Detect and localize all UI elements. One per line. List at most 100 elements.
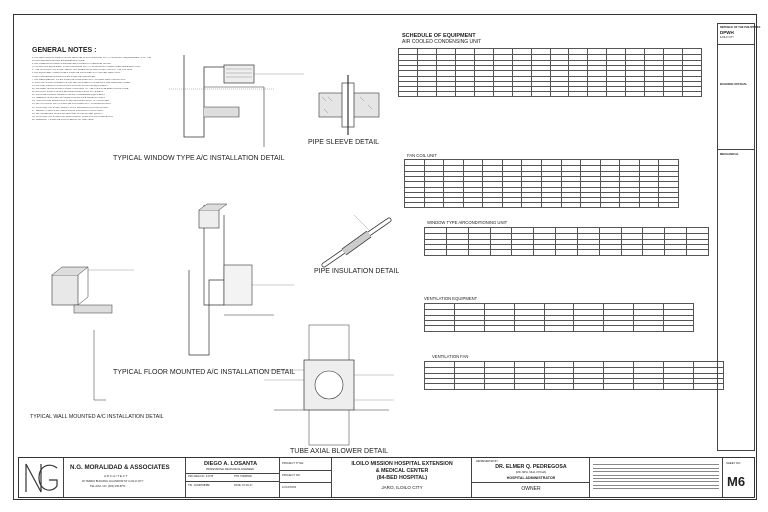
table-cell [435, 91, 456, 98]
window-ac-drawing [169, 55, 304, 147]
pipe-sleeve-drawing [318, 75, 380, 135]
general-note-item: 5. ALL EQUIPMENT DRAIN LINES SHALL BE PR… [32, 72, 121, 75]
general-note-item: 12. PROVIDE ACCESS PANELS FOR ALL CONCEA… [32, 94, 106, 97]
tube-axial-caption: TUBE AXIAL BLOWER DETAIL [290, 448, 389, 455]
engineer-title: PROFESSIONAL MECHANICAL ENGINEER [206, 468, 254, 471]
table-cell [483, 325, 515, 332]
general-note-item: 9. PROVIDE VIBRATION ISOLATORS FOR ALL R… [32, 84, 109, 87]
dpwh-label: DPWH [720, 30, 734, 35]
tube-axial-drawing [264, 324, 394, 446]
condensing-unit-table [398, 48, 702, 98]
table-cell [560, 202, 582, 209]
table-cell [573, 383, 605, 390]
general-note-item: 8. SUPPORTS AND HANGERS SHALL BE PROVIDE… [32, 81, 131, 84]
table-cell [404, 202, 425, 209]
table-cell [533, 249, 557, 256]
firm-phone: TEL./FAX. NO. (033) 335-8771 [90, 485, 126, 488]
table-row [398, 91, 702, 98]
pipe-insulation-drawing [321, 214, 392, 268]
table-cell [398, 91, 418, 98]
table-cell [633, 325, 664, 332]
table-cell [587, 91, 608, 98]
general-note-item: 2. ALL DIMENSIONS ARE IN MILLIMETERS UNL… [32, 63, 112, 66]
table-cell [443, 202, 464, 209]
table-cell [619, 202, 640, 209]
iloilo-label: ILOILO CITY [720, 36, 734, 39]
table-cell [664, 249, 688, 256]
table-cell [568, 91, 589, 98]
general-note-item: 7. ALL REFRIGERANT PIPES SHALL BE INSULA… [32, 78, 126, 81]
floor-ac-drawing [188, 203, 294, 356]
general-note-item: 18. ALL MATERIALS SHALL BE NEW AND OF AP… [32, 112, 104, 115]
table-cell [638, 202, 660, 209]
table-cell [416, 91, 437, 98]
table-cell [424, 249, 447, 256]
table-cell [549, 91, 570, 98]
table-cell [453, 383, 485, 390]
pipe-sleeve-caption: PIPE SLEEVE DETAIL [308, 139, 380, 146]
fan-coil-table [404, 159, 679, 209]
table-cell [663, 91, 684, 98]
firm-sub: A R C H I T E C T [104, 474, 128, 478]
table-cell [543, 325, 575, 332]
table-cell [511, 91, 532, 98]
table-row [424, 383, 724, 390]
general-note-item: 15. ALL OUTDOOR UNITS SHALL BE PROVIDED … [32, 103, 112, 106]
table-cell [453, 325, 485, 332]
table-row [424, 249, 709, 256]
table-cell [642, 249, 666, 256]
table-cell [473, 91, 494, 98]
table-cell [483, 383, 515, 390]
table-cell [663, 325, 694, 332]
general-note-item: 11. ALL DUCTWORKS SHALL BE FABRICATED FR… [32, 91, 104, 94]
general-notes-list: 1. ALL MECHANICAL WORKS SHALL BE DONE IN… [32, 57, 162, 122]
table-cell [576, 249, 600, 256]
owner-credentials: (MD, MPH, MHA, FPCHA) [515, 471, 547, 474]
prc-number: PRC REG.NO. 21778 [188, 475, 214, 478]
table-cell [530, 91, 551, 98]
general-note-item: 20. WARRANTY SHALL BE FOR A PERIOD OF ON… [32, 118, 95, 121]
table-cell [424, 325, 455, 332]
table-cell [620, 249, 644, 256]
table-row [424, 233, 709, 240]
wall-ac-drawing [51, 266, 134, 401]
table-cell [501, 202, 523, 209]
project-line2: & MEDICAL CENTER [375, 468, 429, 474]
fan-coil-title: FAN COIL UNIT [407, 153, 437, 158]
table-cell [603, 325, 635, 332]
firm-address: 2F TEMDO BUILDING JALANDONI ST. ILOILO C… [82, 480, 144, 483]
table-cell [454, 91, 475, 98]
location-label: LOCATION [282, 485, 297, 489]
sheet-number: M6 [727, 474, 746, 489]
table-cell [445, 249, 469, 256]
table-cell [625, 91, 646, 98]
table-cell [424, 383, 455, 390]
table-row [398, 75, 702, 82]
owner-label: OWNER [521, 486, 541, 492]
vent-equipment-table [424, 303, 694, 332]
table-cell [555, 249, 578, 256]
table-cell [606, 91, 627, 98]
table-row [404, 170, 679, 178]
general-note-item: 19. CONTRACTOR SHALL PROVIDE AS-BUILT PL… [32, 115, 114, 118]
table-cell [423, 202, 445, 209]
owner-role: HOSPITAL ADMINISTRATOR [506, 476, 556, 480]
project-no-label: PROJECT NO. [282, 473, 301, 477]
table-cell [633, 383, 665, 390]
represented-by: REPRESENTED BY: [476, 460, 499, 463]
table-cell [682, 91, 702, 98]
republic-label: REPUBLIC OF THE PHILIPPINES [720, 26, 761, 29]
general-note-item: 3. INSTALL ALL EQUIPMENT IN ACCORDANCE W… [32, 66, 141, 69]
tin-number: TIN: 132087084BF [188, 484, 210, 487]
table-cell [658, 202, 679, 209]
project-location: JARO, ILOILO CITY [381, 485, 423, 490]
wall-ac-caption: TYPICAL WALL MOUNTED A/C INSTALLATION DE… [30, 414, 164, 420]
table-row [398, 54, 702, 61]
table-cell [482, 202, 503, 209]
vent-equipment-title: VENTILATION EQUIPMENT [424, 296, 478, 301]
general-note-item: 14. TESTING AND BALANCING SHALL BE DONE … [32, 100, 110, 103]
floor-ac-caption: TYPICAL FLOOR MOUNTED A/C INSTALLATION D… [113, 369, 296, 376]
window-unit-table [424, 227, 709, 256]
table-cell [599, 202, 621, 209]
table-cell [580, 202, 601, 209]
